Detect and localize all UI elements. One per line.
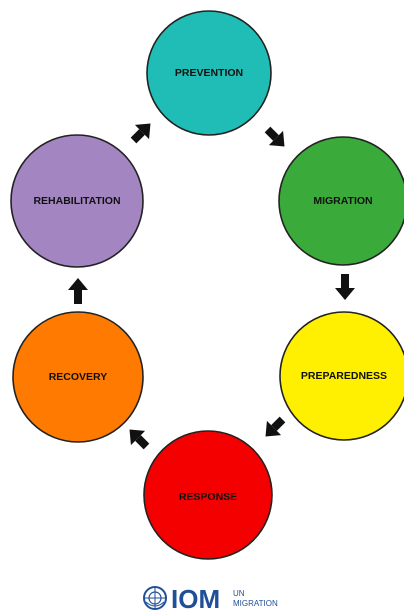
stage-rehabilitation: REHABILITATION: [10, 134, 144, 268]
stage-rehabilitation-label: REHABILITATION: [33, 195, 120, 207]
stage-prevention: PREVENTION: [146, 10, 272, 136]
stage-preparedness-circle: [279, 311, 404, 441]
iom-logo: IOM UN MIGRATION: [143, 584, 278, 612]
arrow-rehabilitation-to-prevention: [130, 123, 151, 144]
arrow-preparedness-to-response: [265, 416, 286, 437]
logo-wordmark: IOM: [171, 584, 220, 612]
stage-recovery: RECOVERY: [12, 311, 144, 443]
stage-recovery-circle: [12, 311, 144, 443]
stage-migration-circle: [278, 136, 404, 266]
logo-tag-migration: MIGRATION: [233, 599, 278, 608]
stage-preparedness-label: PREPAREDNESS: [301, 370, 387, 382]
logo-tag-un: UN: [233, 589, 245, 598]
stage-migration-label: MIGRATION: [313, 195, 372, 207]
flow-arrows: [68, 123, 355, 450]
stage-prevention-label: PREVENTION: [175, 67, 243, 79]
arrow-response-to-recovery: [129, 429, 150, 450]
stage-preparedness: PREPAREDNESS: [279, 311, 404, 441]
arrow-prevention-to-migration: [264, 126, 285, 147]
stage-response: RESPONSE: [143, 430, 273, 560]
stage-response-label: RESPONSE: [179, 491, 237, 503]
stage-recovery-label: RECOVERY: [49, 371, 108, 383]
arrow-migration-to-preparedness: [335, 274, 355, 300]
stage-prevention-circle: [146, 10, 272, 136]
un-emblem-icon: [143, 586, 167, 610]
stage-migration: MIGRATION: [278, 136, 404, 266]
stage-response-circle: [143, 430, 273, 560]
stage-rehabilitation-circle: [10, 134, 144, 268]
arrow-recovery-to-rehabilitation: [68, 278, 88, 304]
